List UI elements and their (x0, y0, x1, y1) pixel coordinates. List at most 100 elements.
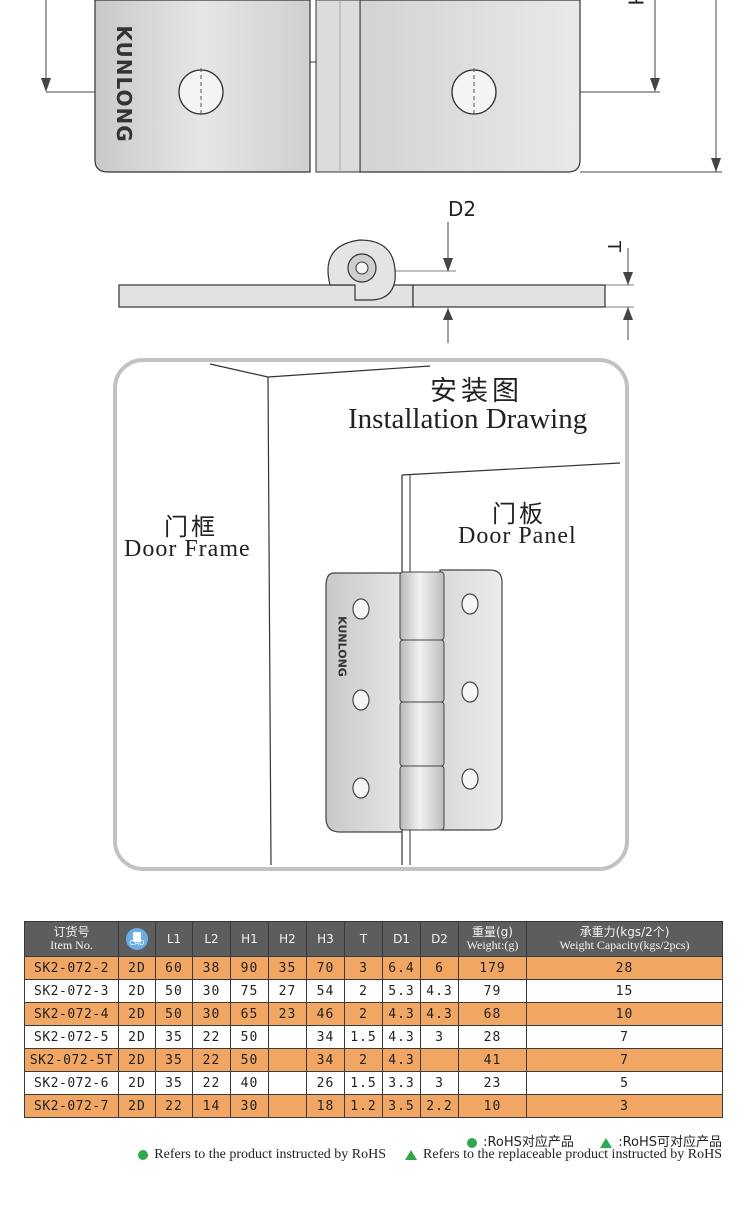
header-h1: H1 (230, 921, 269, 957)
cell-l1: 22 (155, 1094, 193, 1118)
cell-weight: 41 (458, 1048, 527, 1072)
header-weight-en: Weight:(g) (466, 938, 519, 952)
cell-d2 (420, 1048, 459, 1072)
cell-h1: 50 (230, 1048, 269, 1072)
cell-d2: 4.3 (420, 979, 459, 1003)
cell-d2: 2.2 (420, 1094, 459, 1118)
header-capacity: 承重力(kgs/2个) Weight Capacity(kgs/2pcs) (526, 921, 723, 957)
cell-capacity: 28 (526, 956, 723, 980)
cell-d2: 6 (420, 956, 459, 980)
cell-h2 (268, 1025, 307, 1049)
cell-l1: 60 (155, 956, 193, 980)
cell-d1: 4.3 (382, 1025, 421, 1049)
cell-cad: 2D (118, 1025, 156, 1049)
header-weight-cn: 重量(g) (472, 925, 513, 939)
legend-rohs-en: Refers to the product instructed by RoHS (154, 1147, 387, 1162)
cell-l1: 50 (155, 1002, 193, 1026)
cell-weight: 23 (458, 1071, 527, 1095)
spec-table: 订货号 Item No. CAD L1 L2 H1 H2 H3 T D1 D2 … (24, 921, 723, 1118)
cell-h2: 27 (268, 979, 307, 1003)
cell-capacity: 10 (526, 1002, 723, 1026)
cell-l2: 30 (192, 979, 231, 1003)
top-hinge-drawing (41, 0, 722, 173)
door-frame-cn: 门框 (164, 513, 218, 541)
cell-item: SK2-072-5 (24, 1025, 119, 1049)
cell-weight: 10 (458, 1094, 527, 1118)
install-title-cn: 安装图 (430, 376, 523, 407)
cell-capacity: 5 (526, 1071, 723, 1095)
cell-cad: 2D (118, 1071, 156, 1095)
cell-t: 2 (344, 1048, 383, 1072)
table-header-row: 订货号 Item No. CAD L1 L2 H1 H2 H3 T D1 D2 … (24, 921, 723, 957)
cell-t: 1.5 (344, 1071, 383, 1095)
legend-cn: :RoHS对应产品 :RoHS可对应产品 (467, 1131, 722, 1150)
header-l1: L1 (155, 921, 193, 957)
door-panel-cn: 门板 (492, 500, 546, 528)
header-h2: H2 (268, 921, 307, 957)
cell-h3: 34 (306, 1048, 345, 1072)
header-cad: CAD (118, 921, 156, 957)
legend-rohs-cn: :RoHS对应产品 (483, 1135, 574, 1150)
dim-label-d2: D2 (448, 197, 477, 221)
legend-en: Refers to the product instructed by RoHS… (138, 1147, 722, 1163)
cell-item: SK2-072-5T (24, 1048, 119, 1072)
cell-t: 1.2 (344, 1094, 383, 1118)
cell-t: 2 (344, 979, 383, 1003)
install-title-en: Installation Drawing (348, 403, 588, 435)
cell-capacity: 7 (526, 1048, 723, 1072)
cell-l2: 14 (192, 1094, 231, 1118)
cell-d1: 6.4 (382, 956, 421, 980)
cell-h1: 30 (230, 1094, 269, 1118)
header-d1: D1 (382, 921, 421, 957)
rohs-triangle-icon (600, 1137, 613, 1148)
cell-cad: 2D (118, 1094, 156, 1118)
cell-h1: 65 (230, 1002, 269, 1026)
cell-item: SK2-072-6 (24, 1071, 119, 1095)
cell-h2: 23 (268, 1002, 307, 1026)
cell-d2: 3 (420, 1025, 459, 1049)
rohs-dot-icon-en (138, 1149, 149, 1160)
cell-item: SK2-072-3 (24, 979, 119, 1003)
cell-d2: 3 (420, 1071, 459, 1095)
cell-h2 (268, 1071, 307, 1095)
header-capacity-en: Weight Capacity(kgs/2pcs) (559, 938, 690, 952)
cell-cad: 2D (118, 979, 156, 1003)
cell-d2: 4.3 (420, 1002, 459, 1026)
header-item-cn: 订货号 (53, 925, 90, 939)
cell-item: SK2-072-4 (24, 1002, 119, 1026)
cell-d1: 4.3 (382, 1002, 421, 1026)
cell-l2: 38 (192, 956, 231, 980)
cell-l1: 35 (155, 1025, 193, 1049)
header-item: 订货号 Item No. (24, 921, 119, 957)
cell-l1: 50 (155, 979, 193, 1003)
cell-h2: 35 (268, 956, 307, 980)
cell-l2: 22 (192, 1048, 231, 1072)
cell-h1: 50 (230, 1025, 269, 1049)
rohs-dot-icon (467, 1137, 478, 1148)
cell-h2 (268, 1048, 307, 1072)
cell-capacity: 15 (526, 979, 723, 1003)
header-d2: D2 (420, 921, 459, 957)
header-weight: 重量(g) Weight:(g) (458, 921, 527, 957)
cad-icon-label: CAD (129, 939, 145, 947)
cell-h1: 75 (230, 979, 269, 1003)
cell-t: 2 (344, 1002, 383, 1026)
cell-h1: 40 (230, 1071, 269, 1095)
cell-weight: 179 (458, 956, 527, 980)
header-h3: H3 (306, 921, 345, 957)
cell-h3: 70 (306, 956, 345, 980)
header-t: T (344, 921, 383, 957)
cell-h2 (268, 1094, 307, 1118)
cell-capacity: 7 (526, 1025, 723, 1049)
side-view-drawing (118, 222, 634, 343)
door-frame-en: Door Frame (124, 536, 251, 562)
cell-l2: 30 (192, 1002, 231, 1026)
cell-item: SK2-072-2 (24, 956, 119, 980)
